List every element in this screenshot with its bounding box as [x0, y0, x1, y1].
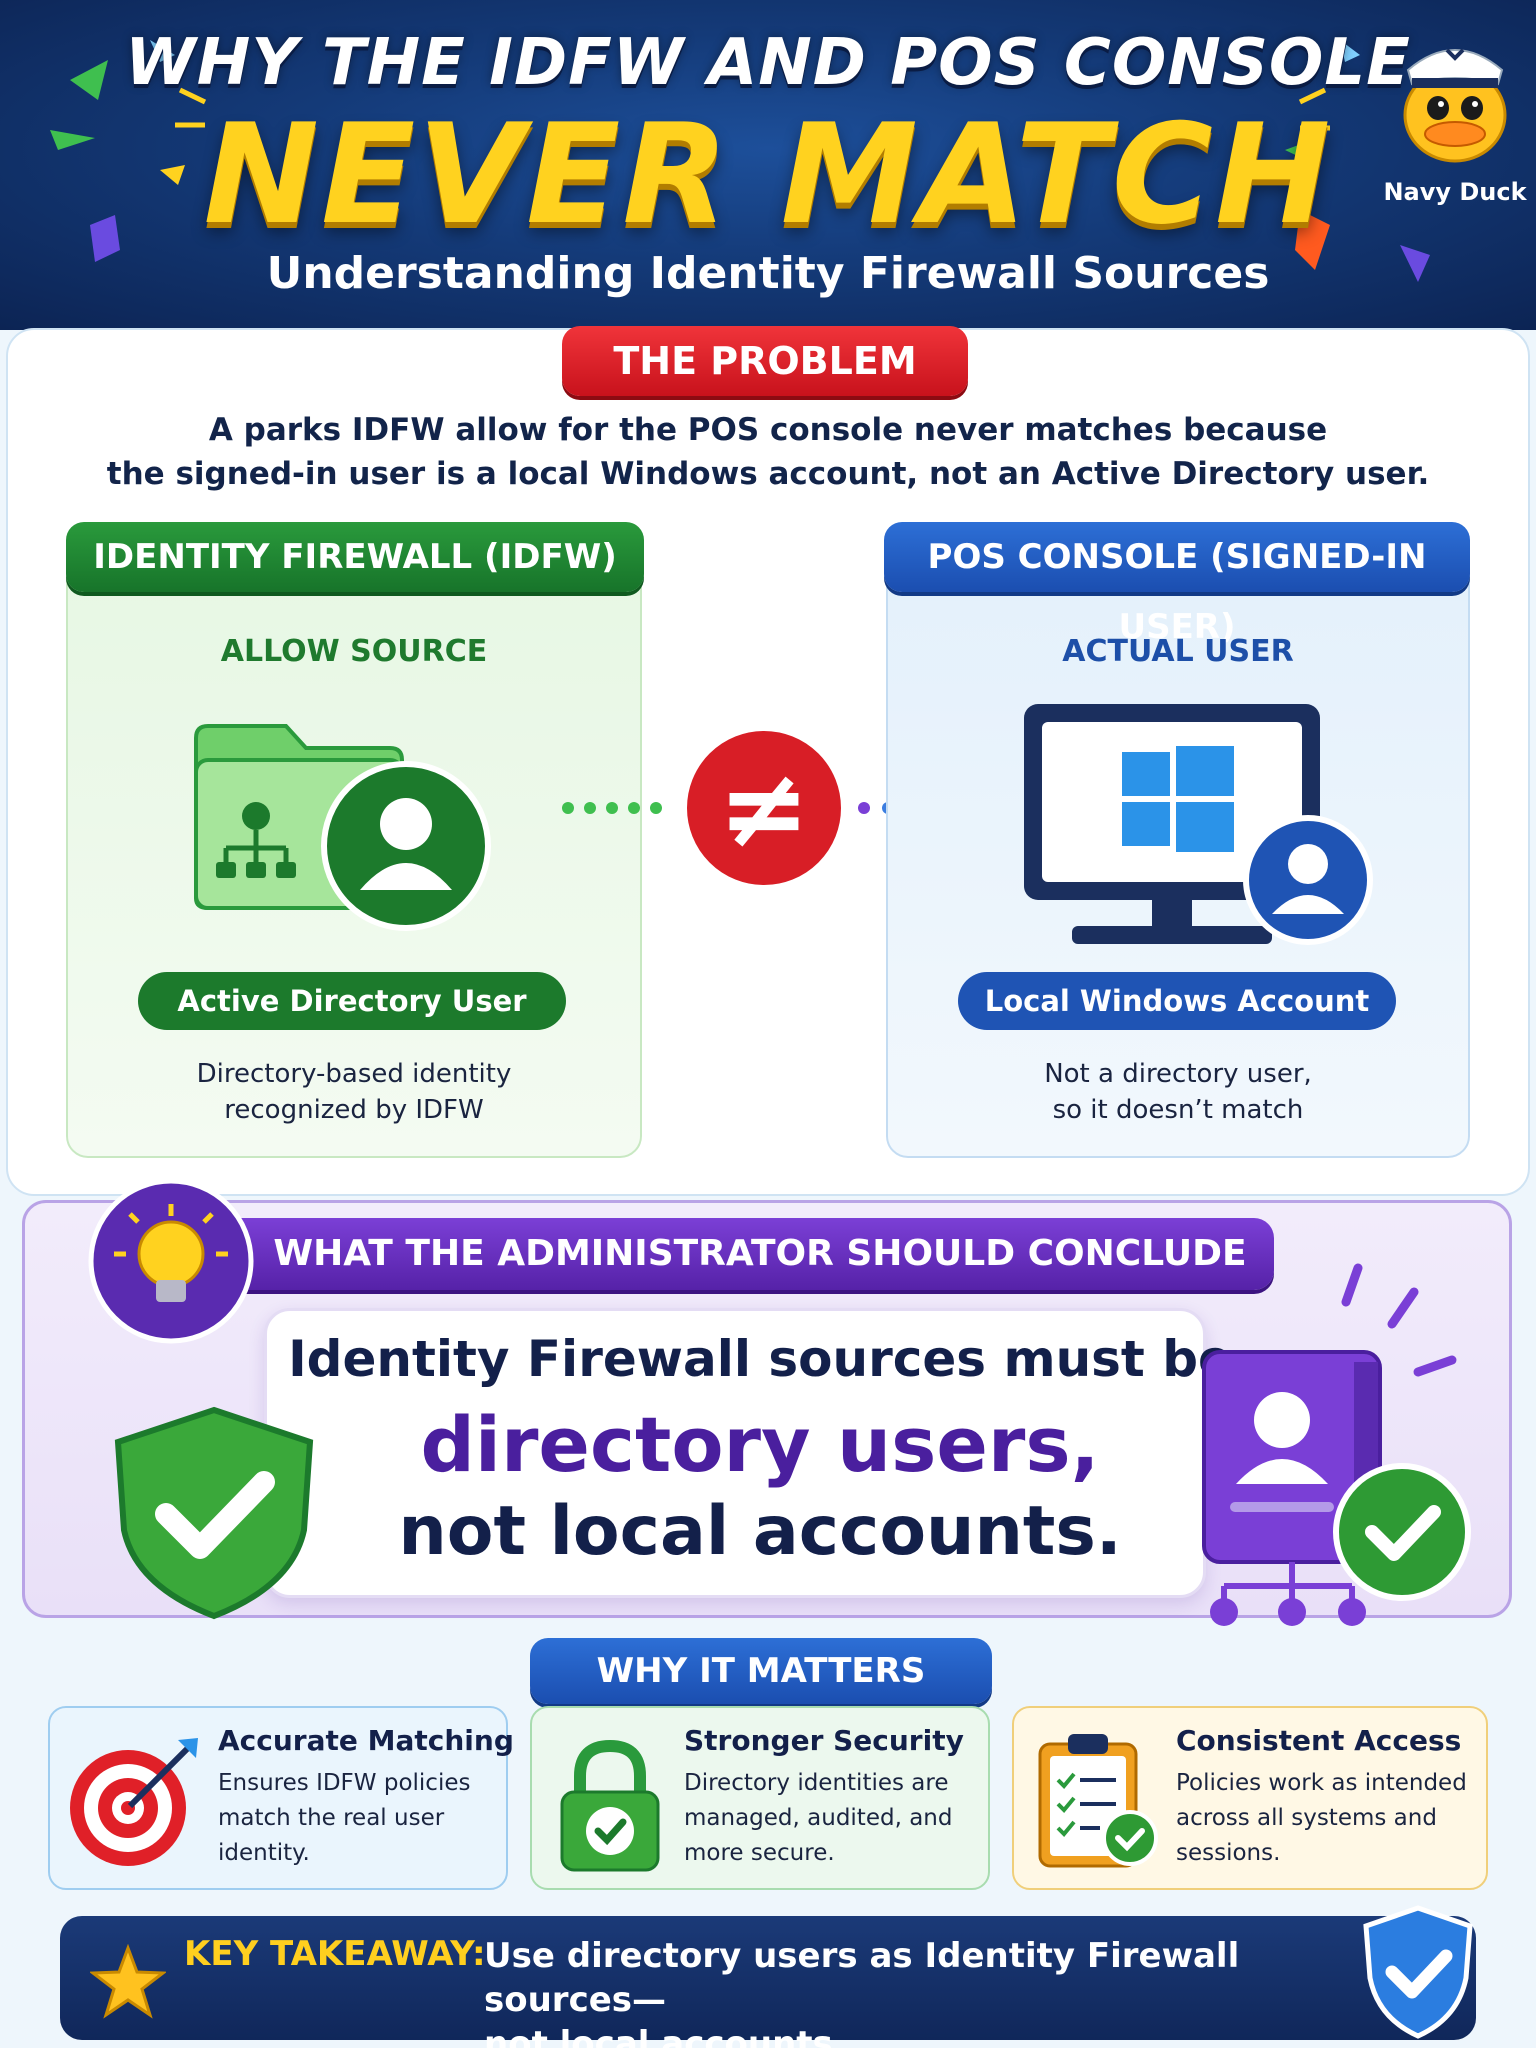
card-2-line-1: Directory identities are: [684, 1770, 949, 1796]
why-it-matters-header: WHY IT MATTERS: [530, 1638, 992, 1704]
idfw-header: IDENTITY FIREWALL (IDFW): [66, 522, 644, 592]
problem-text-line-1: A parks IDFW allow for the POS console n…: [208, 412, 1328, 448]
directory-folder-user-icon: [194, 724, 491, 931]
shield-check-small-icon: [1363, 1905, 1473, 2039]
lightbulb-icon: [88, 1178, 254, 1344]
directory-book-check-icon: [1202, 1263, 1471, 1626]
header-banner: [0, 0, 1536, 330]
idfw-desc-line-2: recognized by IDFW: [224, 1095, 484, 1125]
card-2-line-2: managed, audited, and: [684, 1805, 953, 1831]
shield-check-icon: [114, 1406, 314, 1620]
lock-icon: [560, 1739, 660, 1872]
pos-subheader: ACTUAL USER: [1062, 634, 1294, 669]
confetti-decoration: [50, 40, 1430, 282]
card-1-line-1: Ensures IDFW policies: [218, 1770, 471, 1796]
card-1-line-3: identity.: [218, 1840, 310, 1866]
card-2-line-3: more secure.: [684, 1840, 835, 1866]
title-line-2: NEVER MATCH: [203, 94, 1333, 255]
subtitle: Understanding Identity Firewall Sources: [266, 248, 1270, 299]
active-directory-user-badge: Active Directory User: [138, 972, 566, 1030]
card-1-text: Ensures IDFW policies match the real use…: [218, 1766, 470, 1871]
idfw-subheader: ALLOW SOURCE: [220, 634, 488, 669]
card-3-line-3: sessions.: [1176, 1840, 1281, 1866]
pos-desc-line-1: Not a directory user,: [1044, 1059, 1312, 1089]
idfw-description: Directory-based identity recognized by I…: [66, 1056, 642, 1128]
conclusion-line-3: not local accounts.: [398, 1492, 1122, 1571]
conclusion-line-1: Identity Firewall sources must be: [288, 1330, 1232, 1388]
conclusion-header-text: WHAT THE ADMINISTRATOR SHOULD CONCLUDE: [273, 1233, 1247, 1274]
card-3-line-2: across all systems and: [1176, 1805, 1437, 1831]
star-icon: [90, 1944, 166, 2019]
card-1-line-2: match the real user: [218, 1805, 445, 1831]
problem-text-line-2: the signed-in user is a local Windows ac…: [106, 456, 1430, 492]
card-3-line-1: Policies work as intended: [1176, 1770, 1467, 1796]
duck-mascot-icon: [1403, 48, 1507, 163]
card-2-title: Stronger Security: [684, 1724, 964, 1757]
key-takeaway-line-1: Use directory users as Identity Firewall…: [484, 1936, 1240, 2020]
key-takeaway-line-2: not local accounts.: [484, 2024, 846, 2048]
target-icon: [70, 1738, 198, 1866]
local-windows-account-badge: Local Windows Account: [958, 972, 1396, 1030]
title-line-1: WHY THE IDFW AND POS CONSOLE: [125, 26, 1411, 100]
conclusion-card: [264, 1308, 1206, 1598]
key-takeaway-banner: [60, 1916, 1476, 2040]
pos-desc-line-2: so it doesn’t match: [1052, 1095, 1304, 1125]
pos-description: Not a directory user, so it doesn’t matc…: [886, 1056, 1470, 1128]
conclusion-header: WHAT THE ADMINISTRATOR SHOULD CONCLUDE: [186, 1218, 1274, 1290]
card-3-title: Consistent Access: [1176, 1724, 1462, 1757]
not-equal-icon: ≠: [717, 744, 811, 872]
clipboard-check-icon: [1038, 1734, 1158, 1868]
idfw-desc-line-1: Directory-based identity: [196, 1059, 512, 1089]
conclusion-line-2: directory users,: [420, 1400, 1100, 1489]
card-3-text: Policies work as intended across all sys…: [1176, 1766, 1467, 1871]
pos-header: POS CONSOLE (SIGNED-IN USER): [884, 522, 1470, 647]
card-2-text: Directory identities are managed, audite…: [684, 1766, 952, 1871]
windows-monitor-user-icon: [1024, 704, 1373, 945]
key-takeaway-text: Use directory users as Identity Firewall…: [484, 1934, 1344, 2048]
key-takeaway-label: KEY TAKEAWAY:: [184, 1934, 486, 1974]
card-1-title: Accurate Matching: [218, 1724, 514, 1757]
problem-description: A parks IDFW allow for the POS console n…: [80, 408, 1456, 496]
problem-badge: THE PROBLEM: [562, 326, 968, 396]
mascot-label: Navy Duck: [1383, 178, 1527, 206]
